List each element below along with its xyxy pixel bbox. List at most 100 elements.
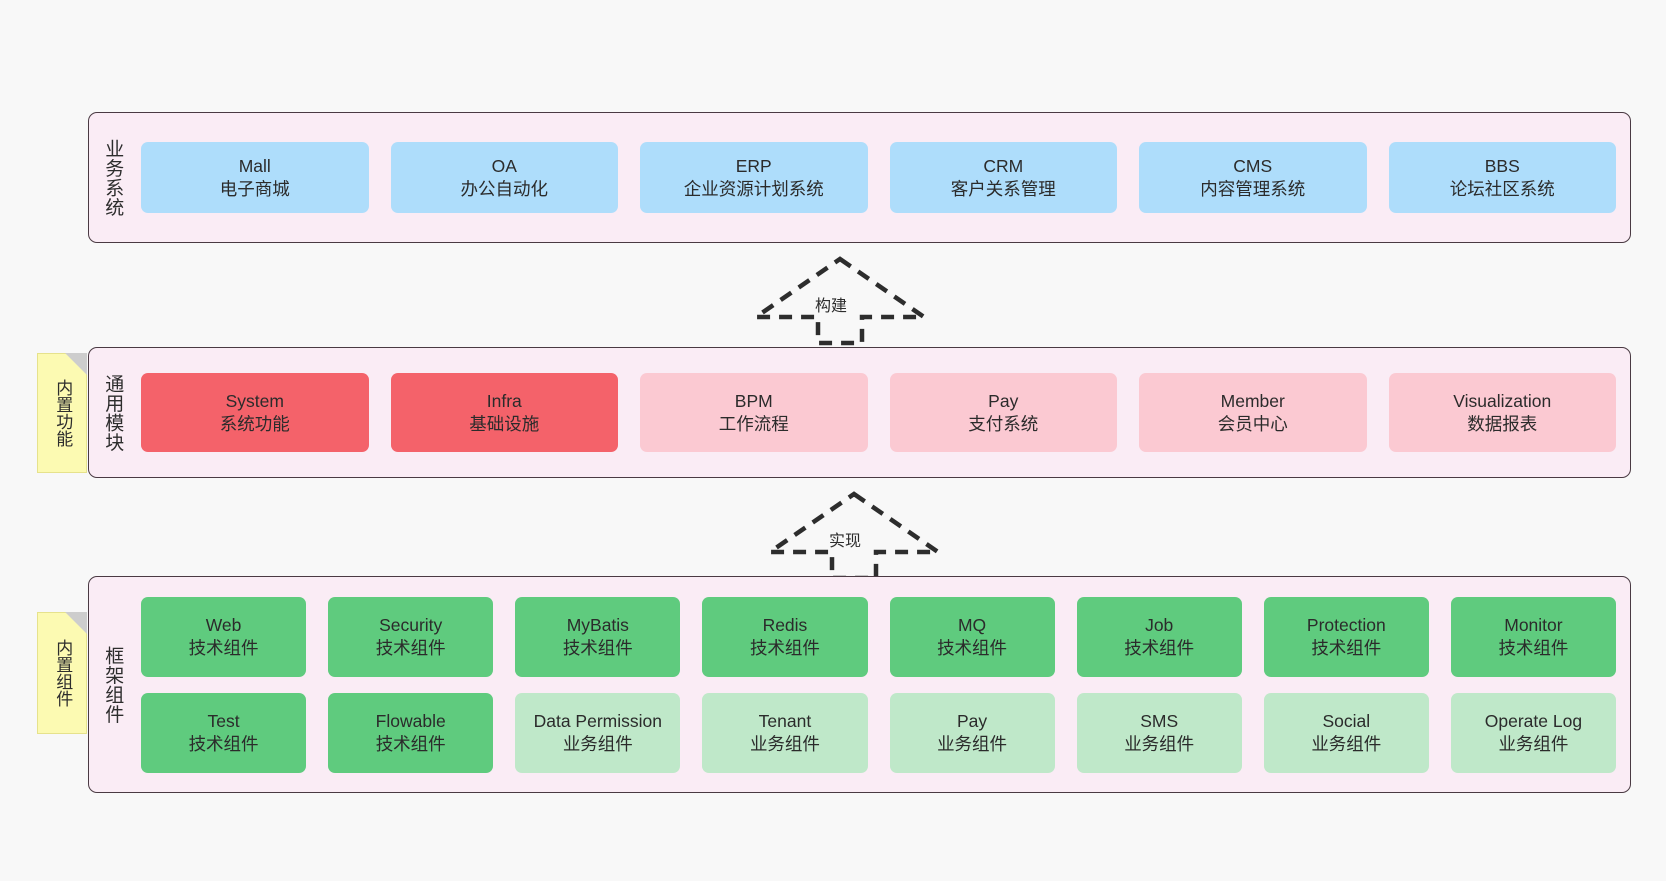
card-title: CMS — [1233, 155, 1273, 176]
business-card-cms[interactable]: CMS 内容管理系统 — [1139, 142, 1367, 213]
common-module-row: System 系统功能 Infra 基础设施 BPM 工作流程 Pay 支付系统… — [141, 373, 1616, 452]
common-card-pay[interactable]: Pay 支付系统 — [889, 373, 1117, 452]
layer-business-system-body: Mall 电子商城 OA 办公自动化 ERP 企业资源计划系统 CRM 客户关系… — [135, 113, 1630, 242]
framework-card-mybatis[interactable]: MyBatis 技术组件 — [515, 596, 681, 677]
card-title: Pay — [956, 710, 988, 731]
card-subtitle: 办公自动化 — [460, 178, 549, 199]
card-title: System — [225, 390, 284, 411]
card-title: ERP — [735, 155, 772, 176]
card-title: Mall — [238, 155, 271, 176]
layer-common-module-body: System 系统功能 Infra 基础设施 BPM 工作流程 Pay 支付系统… — [135, 348, 1630, 477]
framework-card-web[interactable]: Web 技术组件 — [141, 596, 307, 677]
common-card-member[interactable]: Member 会员中心 — [1139, 373, 1367, 452]
card-title: Job — [1145, 614, 1174, 635]
card-title: BPM — [734, 390, 773, 411]
card-subtitle: 业务组件 — [562, 733, 633, 754]
connector-implement-label: 实现 — [829, 533, 862, 550]
framework-card-pay[interactable]: Pay 业务组件 — [889, 692, 1055, 773]
note-builtin-components-label: 内置组件 — [53, 639, 73, 707]
card-title: CRM — [983, 155, 1024, 176]
common-card-system[interactable]: System 系统功能 — [141, 373, 369, 452]
layer-business-system-title: 业务系统 — [102, 138, 124, 217]
framework-card-operate-log[interactable]: Operate Log 业务组件 — [1450, 692, 1616, 773]
card-title: SMS — [1140, 710, 1179, 731]
card-subtitle: 内容管理系统 — [1200, 178, 1306, 199]
framework-card-job[interactable]: Job 技术组件 — [1076, 596, 1242, 677]
business-card-mall[interactable]: Mall 电子商城 — [141, 142, 369, 213]
card-title: Operate Log — [1484, 710, 1583, 731]
generalization-arrow-icon — [762, 491, 946, 581]
layer-common-module-title: 通用模块 — [102, 373, 124, 452]
card-title: Web — [205, 614, 242, 635]
framework-card-sms[interactable]: SMS 业务组件 — [1076, 692, 1242, 773]
card-title: Infra — [486, 390, 522, 411]
business-card-crm[interactable]: CRM 客户关系管理 — [889, 142, 1117, 213]
card-title: Visualization — [1453, 390, 1552, 411]
common-card-infra[interactable]: Infra 基础设施 — [390, 373, 618, 452]
connector-build-label: 构建 — [815, 298, 848, 315]
common-card-visualization[interactable]: Visualization 数据报表 — [1388, 373, 1616, 452]
card-title: OA — [491, 155, 517, 176]
connector-build: 构建 — [748, 255, 932, 346]
generalization-arrow-icon — [748, 256, 932, 346]
card-subtitle: 业务组件 — [749, 733, 820, 754]
business-card-bbs[interactable]: BBS 论坛社区系统 — [1388, 142, 1616, 213]
framework-card-social[interactable]: Social 业务组件 — [1263, 692, 1429, 773]
framework-business-row: Test 技术组件 Flowable 技术组件 Data Permission … — [141, 692, 1616, 773]
card-title: Test — [207, 710, 240, 731]
card-subtitle: 基础设施 — [469, 413, 540, 434]
common-card-bpm[interactable]: BPM 工作流程 — [640, 373, 868, 452]
card-subtitle: 技术组件 — [1311, 637, 1382, 658]
card-subtitle: 企业资源计划系统 — [683, 178, 824, 199]
card-title: MyBatis — [566, 614, 629, 635]
card-subtitle: 电子商城 — [219, 178, 290, 199]
card-title: Tenant — [758, 710, 812, 731]
connector-implement: 实现 — [762, 490, 946, 581]
note-builtin-components: 内置组件 — [37, 612, 87, 734]
business-card-oa[interactable]: OA 办公自动化 — [390, 142, 618, 213]
layer-framework-component: 框架组件 Web 技术组件 Security 技术组件 MyBatis 技术组件… — [88, 576, 1631, 793]
card-subtitle: 论坛社区系统 — [1449, 178, 1555, 199]
layer-framework-component-body: Web 技术组件 Security 技术组件 MyBatis 技术组件 Redi… — [135, 577, 1630, 792]
card-subtitle: 业务组件 — [1124, 733, 1195, 754]
note-builtin-features-label: 内置功能 — [53, 379, 73, 447]
framework-card-data-permission[interactable]: Data Permission 业务组件 — [515, 692, 681, 773]
card-subtitle: 支付系统 — [968, 413, 1039, 434]
card-subtitle: 系统功能 — [219, 413, 290, 434]
business-card-erp[interactable]: ERP 企业资源计划系统 — [640, 142, 868, 213]
layer-common-module: 通用模块 System 系统功能 Infra 基础设施 BPM 工作流程 Pay… — [88, 347, 1631, 478]
card-subtitle: 技术组件 — [375, 637, 446, 658]
framework-tech-row: Web 技术组件 Security 技术组件 MyBatis 技术组件 Redi… — [141, 596, 1616, 677]
business-system-row: Mall 电子商城 OA 办公自动化 ERP 企业资源计划系统 CRM 客户关系… — [141, 142, 1616, 213]
card-title: Data Permission — [533, 710, 662, 731]
framework-card-test[interactable]: Test 技术组件 — [141, 692, 307, 773]
layer-business-system: 业务系统 Mall 电子商城 OA 办公自动化 ERP 企业资源计划系统 CRM… — [88, 112, 1631, 243]
card-subtitle: 工作流程 — [718, 413, 789, 434]
framework-card-mq[interactable]: MQ 技术组件 — [889, 596, 1055, 677]
card-subtitle: 数据报表 — [1467, 413, 1538, 434]
card-subtitle: 技术组件 — [937, 637, 1008, 658]
card-title: Pay — [988, 390, 1019, 411]
framework-card-flowable[interactable]: Flowable 技术组件 — [328, 692, 494, 773]
card-subtitle: 技术组件 — [188, 637, 259, 658]
framework-card-protection[interactable]: Protection 技术组件 — [1263, 596, 1429, 677]
card-subtitle: 业务组件 — [1311, 733, 1382, 754]
card-subtitle: 技术组件 — [1124, 637, 1195, 658]
framework-card-tenant[interactable]: Tenant 业务组件 — [702, 692, 868, 773]
framework-card-security[interactable]: Security 技术组件 — [328, 596, 494, 677]
card-title: Redis — [762, 614, 808, 635]
layer-framework-component-title: 框架组件 — [102, 645, 124, 724]
framework-card-redis[interactable]: Redis 技术组件 — [702, 596, 868, 677]
card-title: BBS — [1484, 155, 1520, 176]
card-subtitle: 技术组件 — [749, 637, 820, 658]
card-title: Member — [1220, 390, 1285, 411]
card-subtitle: 技术组件 — [188, 733, 259, 754]
card-subtitle: 客户关系管理 — [950, 178, 1056, 199]
framework-card-monitor[interactable]: Monitor 技术组件 — [1450, 596, 1616, 677]
card-title: Flowable — [375, 710, 446, 731]
card-title: MQ — [957, 614, 987, 635]
card-subtitle: 会员中心 — [1217, 413, 1288, 434]
card-subtitle: 业务组件 — [937, 733, 1008, 754]
note-builtin-features: 内置功能 — [37, 353, 87, 473]
